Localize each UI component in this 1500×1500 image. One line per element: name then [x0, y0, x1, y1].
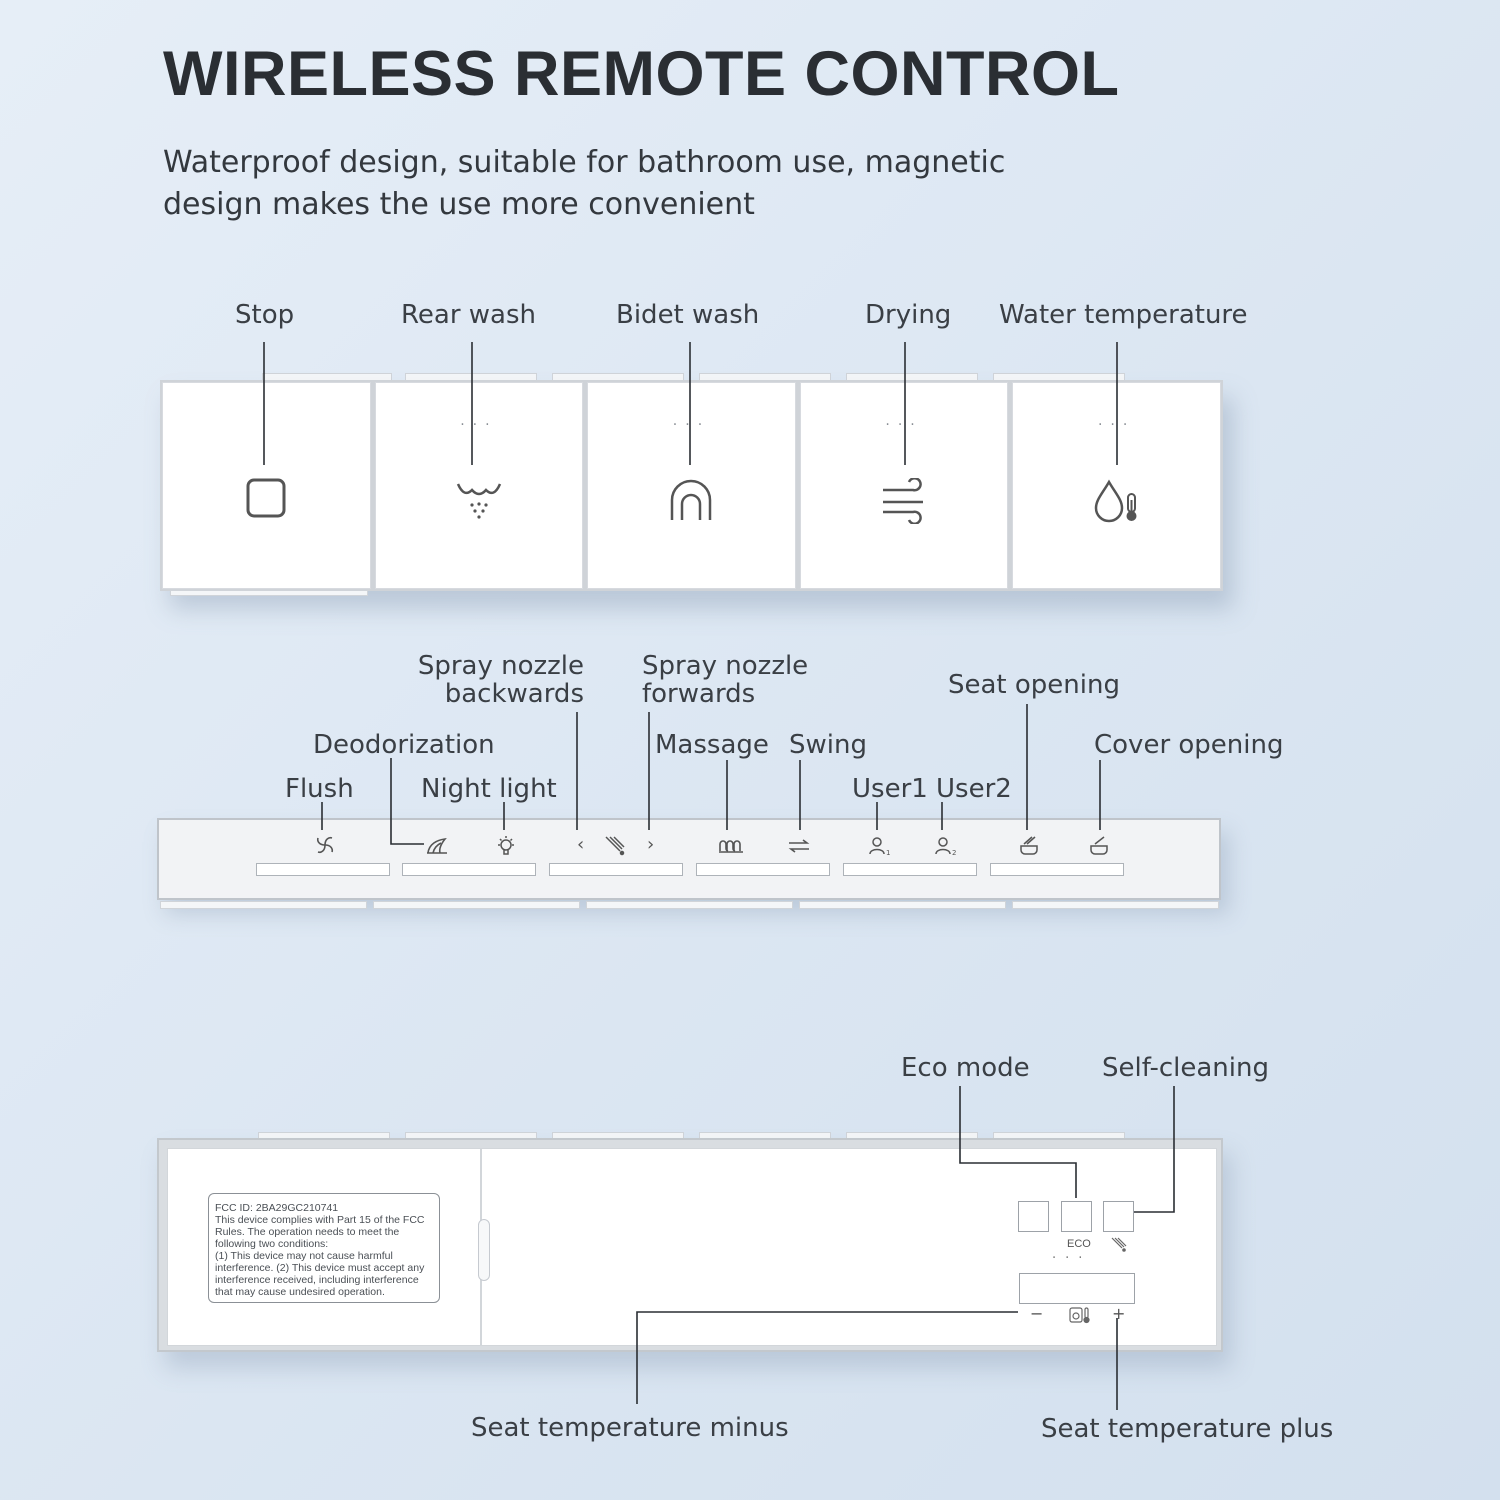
- bidet-wash-button[interactable]: ...: [587, 382, 796, 589]
- level-dots: ...: [672, 413, 711, 429]
- fcc-line: FCC ID: 2BA29GC210741: [215, 1202, 339, 1214]
- label-self-cleaning: Self-cleaning: [1102, 1053, 1269, 1083]
- remote-back-panel: FCC ID: 2BA29GC210741 This device compli…: [157, 1138, 1223, 1352]
- eco-mode-button[interactable]: [1061, 1201, 1092, 1232]
- panel-ridge: [373, 901, 580, 909]
- label-nozzle-backwards-line1: Spray nozzle: [417, 651, 584, 681]
- panel-ridge: [1012, 901, 1219, 909]
- cover-opening-icon[interactable]: [1088, 834, 1110, 860]
- label-bidet-wash: Bidet wash: [616, 300, 760, 330]
- fcc-line: following two conditions:: [215, 1238, 329, 1250]
- label-seat-temperature-minus: Seat temperature minus: [471, 1413, 789, 1443]
- panel-ridge: [160, 901, 367, 909]
- magnet-tab: [478, 1219, 490, 1281]
- bidet-wash-icon: [666, 478, 716, 528]
- label-nozzle-backwards-line2: backwards: [444, 679, 584, 709]
- rear-wash-icon: [454, 478, 504, 528]
- nozzle-backward-icon[interactable]: ‹: [577, 834, 585, 855]
- deodorization-icon[interactable]: [425, 836, 449, 860]
- label-water-temperature: Water temperature: [999, 300, 1248, 330]
- level-dots: ...: [460, 413, 498, 429]
- level-dots: ...: [885, 413, 923, 429]
- button-slot[interactable]: [256, 863, 390, 876]
- subtitle-line-2: design makes the use more convenient: [163, 187, 755, 222]
- panel-ridge: [586, 901, 793, 909]
- massage-icon[interactable]: [718, 838, 744, 858]
- label-rear-wash: Rear wash: [401, 300, 537, 330]
- label-swing: Swing: [789, 730, 867, 760]
- aux-button[interactable]: [1018, 1201, 1049, 1232]
- flush-icon[interactable]: [314, 834, 336, 860]
- self-cleaning-icon: [1110, 1236, 1128, 1256]
- remote-top-panel: ... ... ... ...: [160, 380, 1223, 591]
- back-control-area: ECO ... − +: [478, 1148, 1217, 1346]
- remote-button-strip: ‹ › 1 2: [157, 818, 1221, 900]
- panel-ridge: [799, 901, 1006, 909]
- label-flush: Flush: [285, 774, 354, 804]
- label-stop: Stop: [235, 300, 295, 330]
- svg-text:1: 1: [886, 849, 890, 857]
- button-slot[interactable]: [549, 863, 683, 876]
- self-cleaning-button[interactable]: [1103, 1201, 1134, 1232]
- label-nozzle-forwards: Spray nozzle forwards: [642, 652, 808, 708]
- page-title: WIRELESS REMOTE CONTROL: [163, 39, 1120, 109]
- label-nozzle-forwards-line2: forwards: [642, 679, 756, 709]
- label-nozzle-forwards-line1: Spray nozzle: [642, 651, 809, 681]
- page-subtitle: Waterproof design, suitable for bathroom…: [163, 142, 1143, 226]
- fcc-label: FCC ID: 2BA29GC210741 This device compli…: [208, 1193, 440, 1303]
- user2-icon[interactable]: 2: [934, 835, 958, 861]
- label-seat-temperature-plus: Seat temperature plus: [1041, 1414, 1334, 1444]
- water-temperature-icon: [1092, 478, 1142, 528]
- user1-icon[interactable]: 1: [868, 835, 892, 861]
- label-drying: Drying: [865, 300, 952, 330]
- button-slot[interactable]: [402, 863, 536, 876]
- fcc-line: interference. (2) This device must accep…: [215, 1262, 425, 1274]
- label-nozzle-backwards: Spray nozzle backwards: [404, 652, 584, 708]
- button-slot[interactable]: [990, 863, 1124, 876]
- night-light-icon[interactable]: [496, 835, 516, 861]
- svg-text:2: 2: [952, 849, 956, 857]
- stop-icon: [245, 477, 287, 523]
- swing-icon[interactable]: [787, 838, 811, 858]
- label-massage: Massage: [655, 730, 769, 760]
- seat-temperature-plus-button[interactable]: +: [1112, 1304, 1126, 1323]
- level-dots: ...: [1097, 413, 1136, 429]
- fcc-line: that may cause undesired operation.: [215, 1286, 385, 1298]
- stop-button[interactable]: [162, 382, 371, 589]
- button-slot[interactable]: [843, 863, 977, 876]
- water-temperature-button[interactable]: ...: [1012, 382, 1221, 589]
- nozzle-forward-icon[interactable]: ›: [647, 834, 655, 855]
- button-slot[interactable]: [696, 863, 830, 876]
- label-seat-opening: Seat opening: [948, 670, 1120, 700]
- label-user1: User1: [852, 774, 928, 804]
- level-dots: ...: [1052, 1247, 1092, 1262]
- battery-cover: FCC ID: 2BA29GC210741 This device compli…: [167, 1148, 481, 1346]
- fcc-line: This device complies with Part 15 of the…: [215, 1214, 425, 1226]
- drying-button[interactable]: ...: [799, 382, 1009, 589]
- rear-wash-button[interactable]: ...: [374, 382, 584, 589]
- fcc-line: Rules. The operation needs to meet the: [215, 1226, 400, 1238]
- seat-temperature-minus-button[interactable]: −: [1030, 1304, 1044, 1323]
- fcc-line: (1) This device may not cause harmful: [215, 1250, 393, 1262]
- label-cover-opening: Cover opening: [1094, 730, 1284, 760]
- seat-temperature-slot[interactable]: [1019, 1273, 1135, 1304]
- label-deodorization: Deodorization: [313, 730, 495, 760]
- label-eco-mode: Eco mode: [901, 1053, 1030, 1083]
- eco-text: ECO: [1067, 1238, 1091, 1250]
- drying-icon: [879, 477, 929, 528]
- spray-nozzle-icon: [603, 834, 627, 860]
- fcc-line: interference received, including interfe…: [215, 1274, 419, 1286]
- subtitle-line-1: Waterproof design, suitable for bathroom…: [163, 145, 1006, 180]
- seat-opening-icon[interactable]: [1018, 834, 1040, 860]
- label-user2: User2: [936, 774, 1012, 804]
- label-night-light: Night light: [421, 774, 557, 804]
- seat-temperature-icon: [1069, 1306, 1091, 1328]
- panel-ridge: [170, 590, 368, 596]
